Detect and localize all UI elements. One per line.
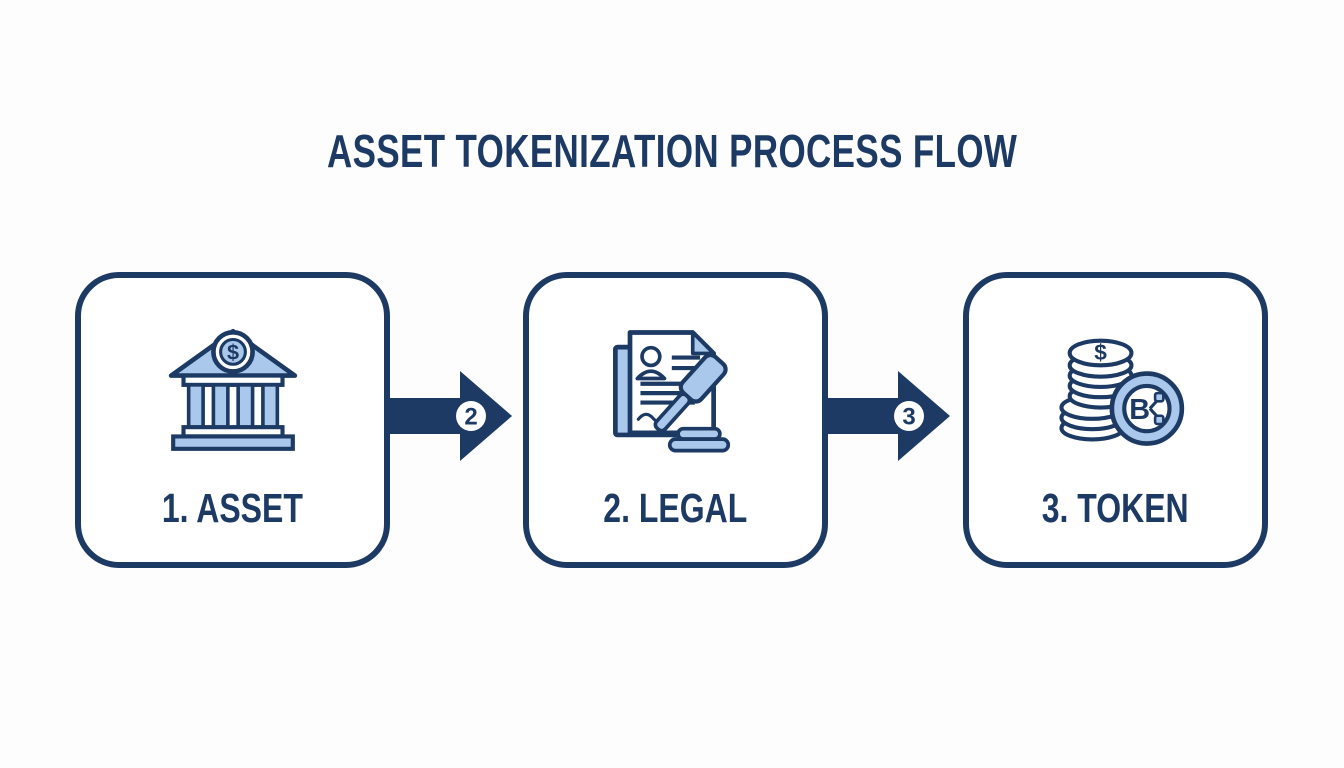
coin-dollar-symbol: $ [1094,340,1107,365]
document-gavel-icon [529,324,822,456]
document-gavel-icon-svg [612,330,730,453]
page-title-text: ASSET TOKENIZATION PROCESS FLOW [326,125,1018,177]
step-label-asset: 1. ASSET [161,485,303,531]
arrow-badge: 2 [464,404,477,431]
bank-icon: $ [81,324,384,454]
step-box-token: $ B 3. TOKEN [963,272,1268,568]
arrow-badge: 3 [902,404,915,431]
page-title: ASSET TOKENIZATION PROCESS FLOW [0,128,1344,174]
coins-token-icon-svg: $ B [1058,338,1184,446]
arrow-step-2: 2 [384,369,514,463]
step-label-token: 3. TOKEN [1042,485,1189,531]
token-letter: B [1129,394,1150,426]
step-box-legal: 2. LEGAL [523,272,828,568]
bank-dollar-symbol: $ [226,340,238,365]
arrow-icon: 3 [822,371,950,461]
bank-icon-svg: $ [168,328,297,451]
coins-token-icon: $ B [969,324,1262,454]
step-label-legal: 2. LEGAL [603,485,748,531]
arrow-step-3: 3 [822,369,952,463]
step-box-asset: $ 1. ASSET [75,272,390,568]
arrow-icon: 2 [384,371,512,461]
